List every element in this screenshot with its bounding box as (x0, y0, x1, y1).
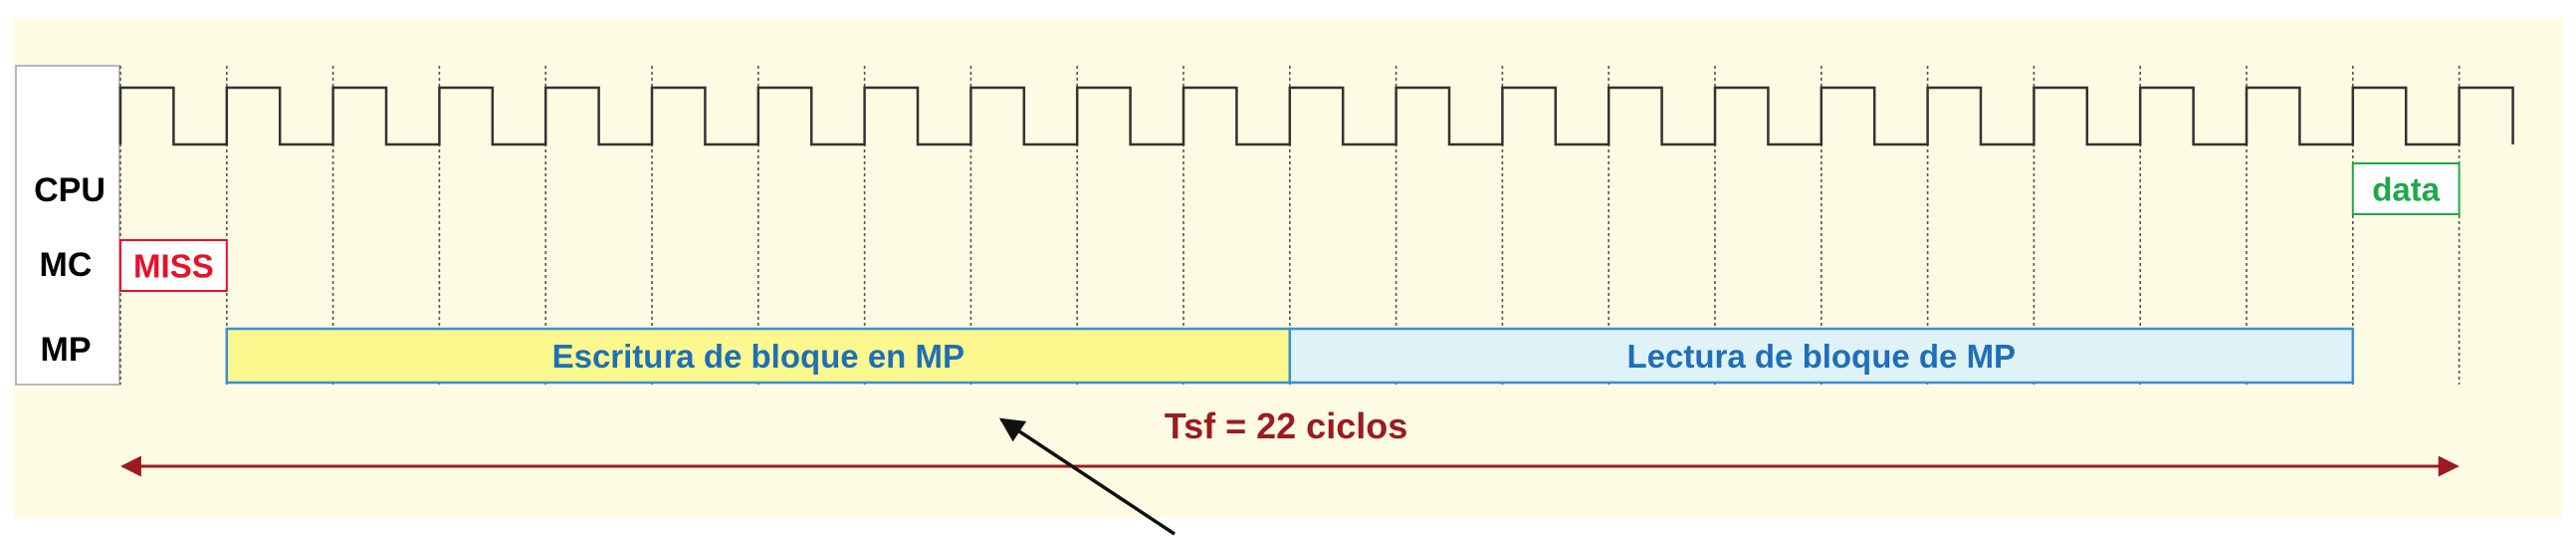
row-label-column (15, 65, 120, 386)
row-label-mp: MP (41, 331, 92, 369)
phase-write: Escritura de bloque en MP (225, 327, 1292, 385)
phase-write-box (225, 327, 1292, 385)
row-label-mc: MC (40, 246, 93, 284)
data-event: data (2351, 162, 2461, 215)
phase-write-label: Escritura de bloque en MP (552, 338, 965, 375)
phase-read-label: Lectura de bloque de MP (1627, 338, 2017, 375)
total-time-label: Tsf = 22 ciclos (1165, 405, 1407, 446)
miss-event: MISS (119, 239, 228, 292)
phase-read: Lectura de bloque de MP (1288, 327, 2355, 385)
row-label-cpu: CPU (34, 171, 106, 209)
clock-signal (118, 86, 2514, 146)
data-box (2351, 162, 2461, 215)
miss-box (119, 239, 228, 292)
data-label: data (2372, 171, 2441, 208)
pointer-arrow (998, 417, 1176, 536)
miss-label: MISS (133, 248, 214, 285)
phase-read-box (1288, 327, 2355, 385)
